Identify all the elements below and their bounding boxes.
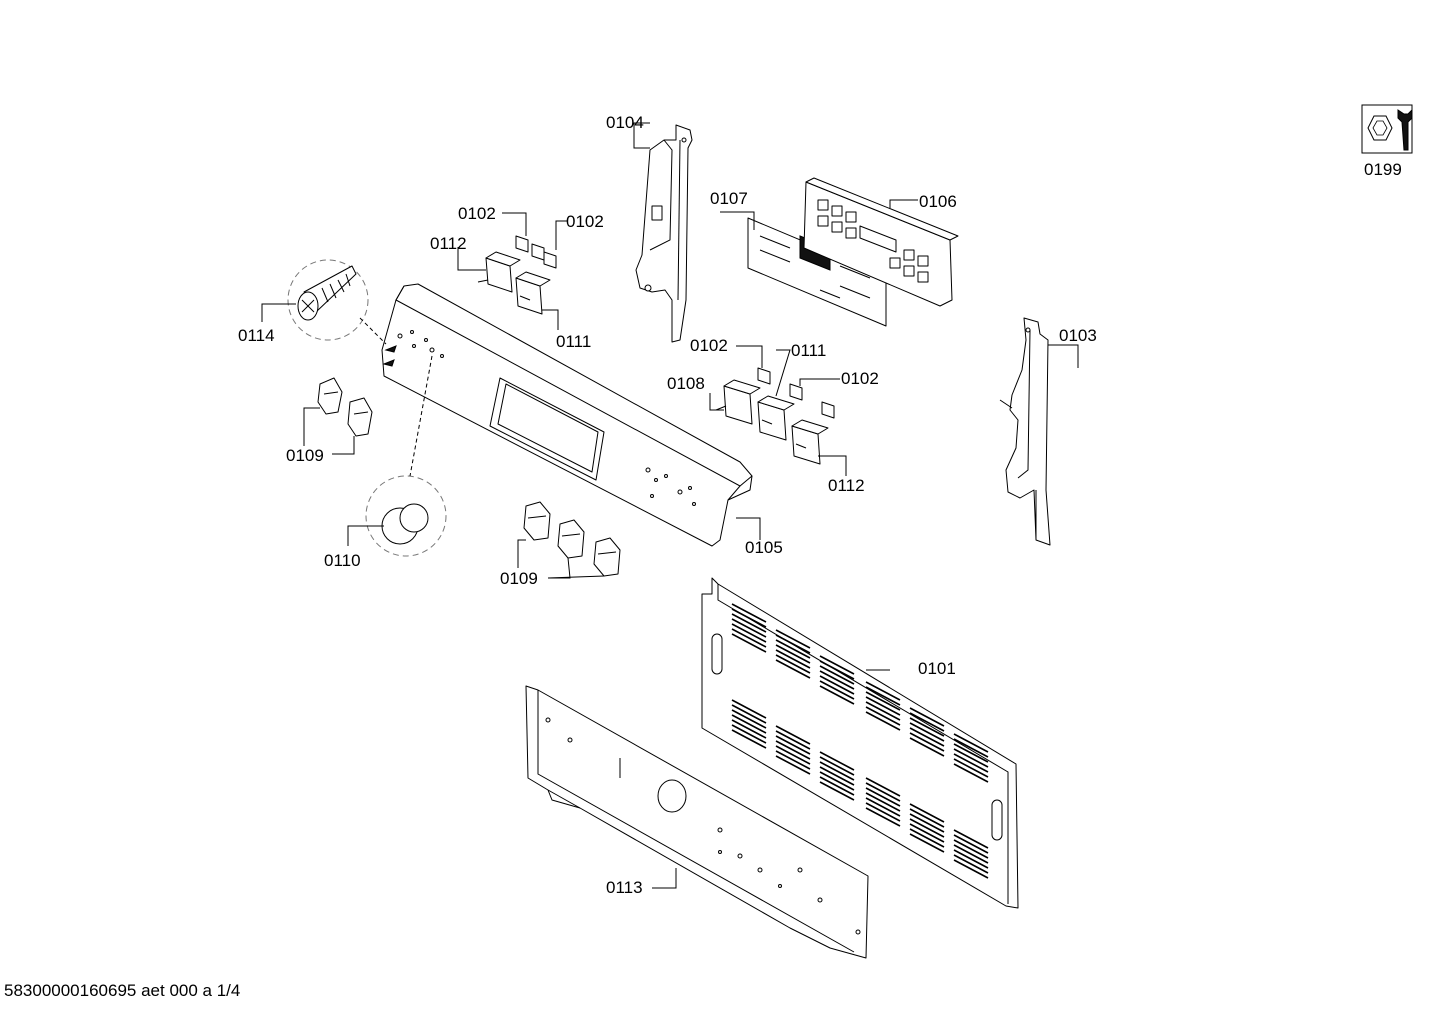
label-0110: 0110: [324, 551, 361, 570]
vent-slot-group: [775, 725, 811, 775]
part-0105-control-panel[interactable]: [381, 283, 753, 547]
part-0113-trim-panel[interactable]: [525, 685, 869, 959]
label-0107: 0107: [710, 189, 748, 208]
vent-slot-group: [909, 803, 945, 853]
label-0109: 0109: [286, 446, 324, 465]
vent-slot-group: [731, 699, 767, 749]
label-0104: 0104: [606, 113, 644, 132]
part-0104-side-bracket[interactable]: [635, 124, 693, 343]
label-0102: 0102: [841, 369, 879, 388]
vent-slot-group: [775, 629, 811, 679]
label-0102: 0102: [566, 212, 604, 231]
label-0114: 0114: [238, 326, 275, 345]
label-0112: 0112: [430, 234, 467, 253]
vent-slot-group: [865, 681, 901, 731]
vent-slot-group: [865, 777, 901, 827]
part-0110-knob-cap[interactable]: [365, 475, 447, 557]
label-0101: 0101: [918, 659, 956, 678]
label-0111: 0111: [556, 332, 591, 351]
label-0105: 0105: [745, 538, 783, 557]
label-0106: 0106: [919, 192, 957, 211]
part-0106-control-board[interactable]: [803, 177, 959, 307]
label-0108: 0108: [667, 374, 705, 393]
part-0102-clips-right[interactable]: [757, 367, 835, 419]
label-0103: 0103: [1059, 326, 1097, 345]
part-0103-side-bracket[interactable]: [999, 317, 1051, 546]
label-0199: 0199: [1364, 160, 1402, 179]
vent-slot-group: [909, 707, 945, 757]
vent-slot-group: [953, 829, 989, 879]
part-0102-clips-left[interactable]: [515, 235, 557, 269]
label-0109: 0109: [500, 569, 538, 588]
part-0111-infinite-switch-right[interactable]: [757, 395, 795, 441]
label-0112: 0112: [828, 476, 865, 495]
vent-slot-group: [819, 655, 855, 705]
label-0111: 0111: [791, 341, 826, 360]
label-0102: 0102: [690, 336, 728, 355]
part-0109-knobs-lower[interactable]: [523, 501, 621, 577]
part-0111-infinite-switch-left[interactable]: [515, 271, 551, 315]
part-0112-infinite-switch-left[interactable]: [477, 251, 521, 293]
part-0109-knobs-left[interactable]: [317, 377, 373, 437]
label-0102: 0102: [458, 204, 496, 223]
vent-slot-group: [953, 733, 989, 783]
part-0108-infinite-switch[interactable]: [715, 379, 761, 425]
diagram-reference-code: 58300000160695 aet 000 a 1/4: [4, 981, 241, 1000]
part-0114-screw[interactable]: [287, 259, 397, 367]
bolt-and-wrench-icon[interactable]: [1361, 104, 1413, 154]
vent-slot-group: [819, 751, 855, 801]
vent-slot-group: [731, 603, 767, 653]
label-0113: 0113: [606, 878, 643, 897]
part-0101-rear-panel[interactable]: [701, 577, 1019, 909]
part-0112-infinite-switch-right[interactable]: [791, 419, 829, 465]
